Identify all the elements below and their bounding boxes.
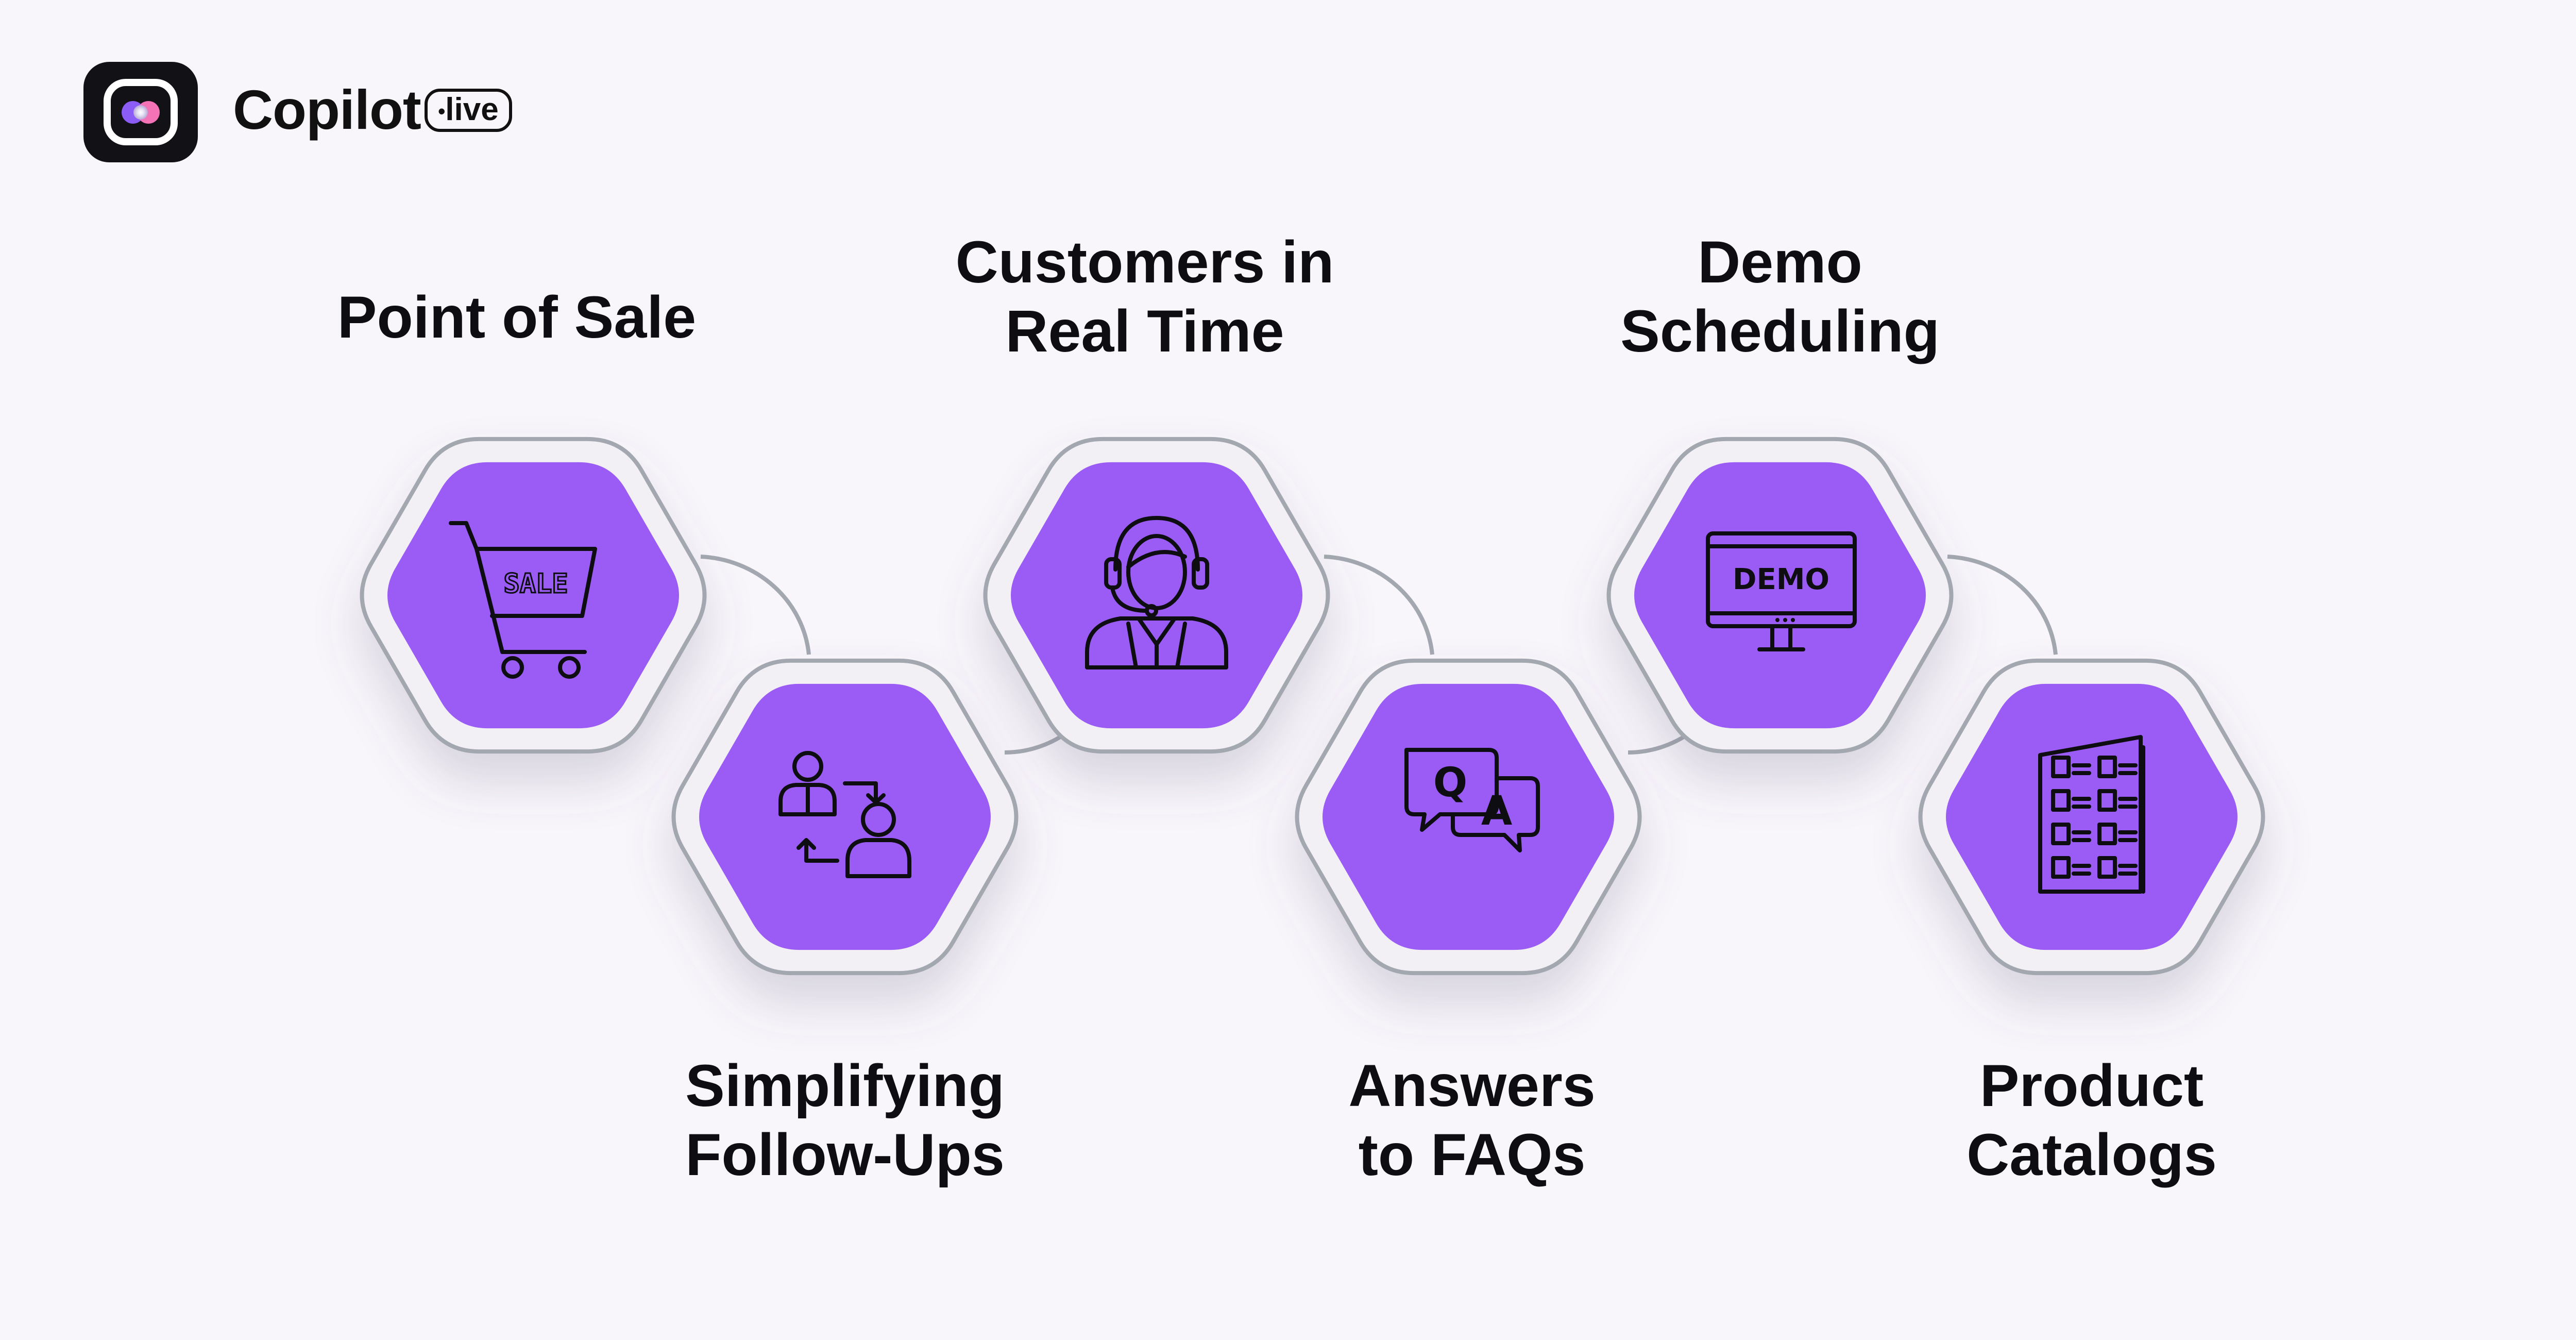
hexagon-node: DEMO — [1606, 437, 1954, 754]
demo-text: DEMO — [1733, 563, 1829, 596]
label-simplifying-follow-ups: Simplifying Follow-Ups — [685, 1053, 1005, 1188]
people-exchange-icon — [778, 751, 911, 878]
a-text: A — [1481, 788, 1512, 834]
connector-3-4 — [1324, 555, 1434, 655]
hexagon-node — [983, 437, 1330, 754]
hexagon-node — [671, 658, 1019, 976]
label-product-catalogs: Product Catalogs — [1967, 1053, 2217, 1188]
label-customers-real-time: Customers in Real Time — [955, 229, 1334, 364]
label-point-of-sale: Point of Sale — [337, 284, 697, 350]
catalog-checklist-icon — [2038, 735, 2145, 894]
connector-5-6 — [1947, 555, 2058, 655]
brand-name: Copilot — [233, 78, 421, 141]
hexagon-node — [1918, 658, 2265, 976]
hexagon-inner — [1946, 683, 2238, 950]
hexagon-node: QA — [1295, 658, 1642, 976]
label-demo-scheduling: Demo Scheduling — [1620, 229, 1940, 364]
support-agent-headset-icon — [1085, 516, 1228, 669]
question-answer-bubbles-icon: QA — [1404, 748, 1540, 852]
cart-sale-text: SALE — [503, 568, 568, 599]
brand-badge-text: live — [445, 92, 499, 127]
hexagon-inner — [387, 462, 679, 729]
monitor-demo-icon: DEMO — [1706, 531, 1857, 651]
hexagon-node: SALE — [360, 437, 707, 754]
hexagon-inner — [1011, 462, 1302, 729]
hexagon-inner — [1323, 683, 1614, 950]
hexagon-inner — [1634, 462, 1926, 729]
shopping-cart-sale-icon: SALE — [449, 521, 597, 679]
hexagon-inner — [699, 683, 991, 950]
label-answers-to-faqs: Answers to FAQs — [1348, 1053, 1596, 1188]
brand-badge: •live — [425, 89, 512, 132]
connector-1-2 — [700, 555, 811, 655]
q-text: Q — [1433, 760, 1467, 806]
copilot-logo-icon — [83, 62, 198, 162]
